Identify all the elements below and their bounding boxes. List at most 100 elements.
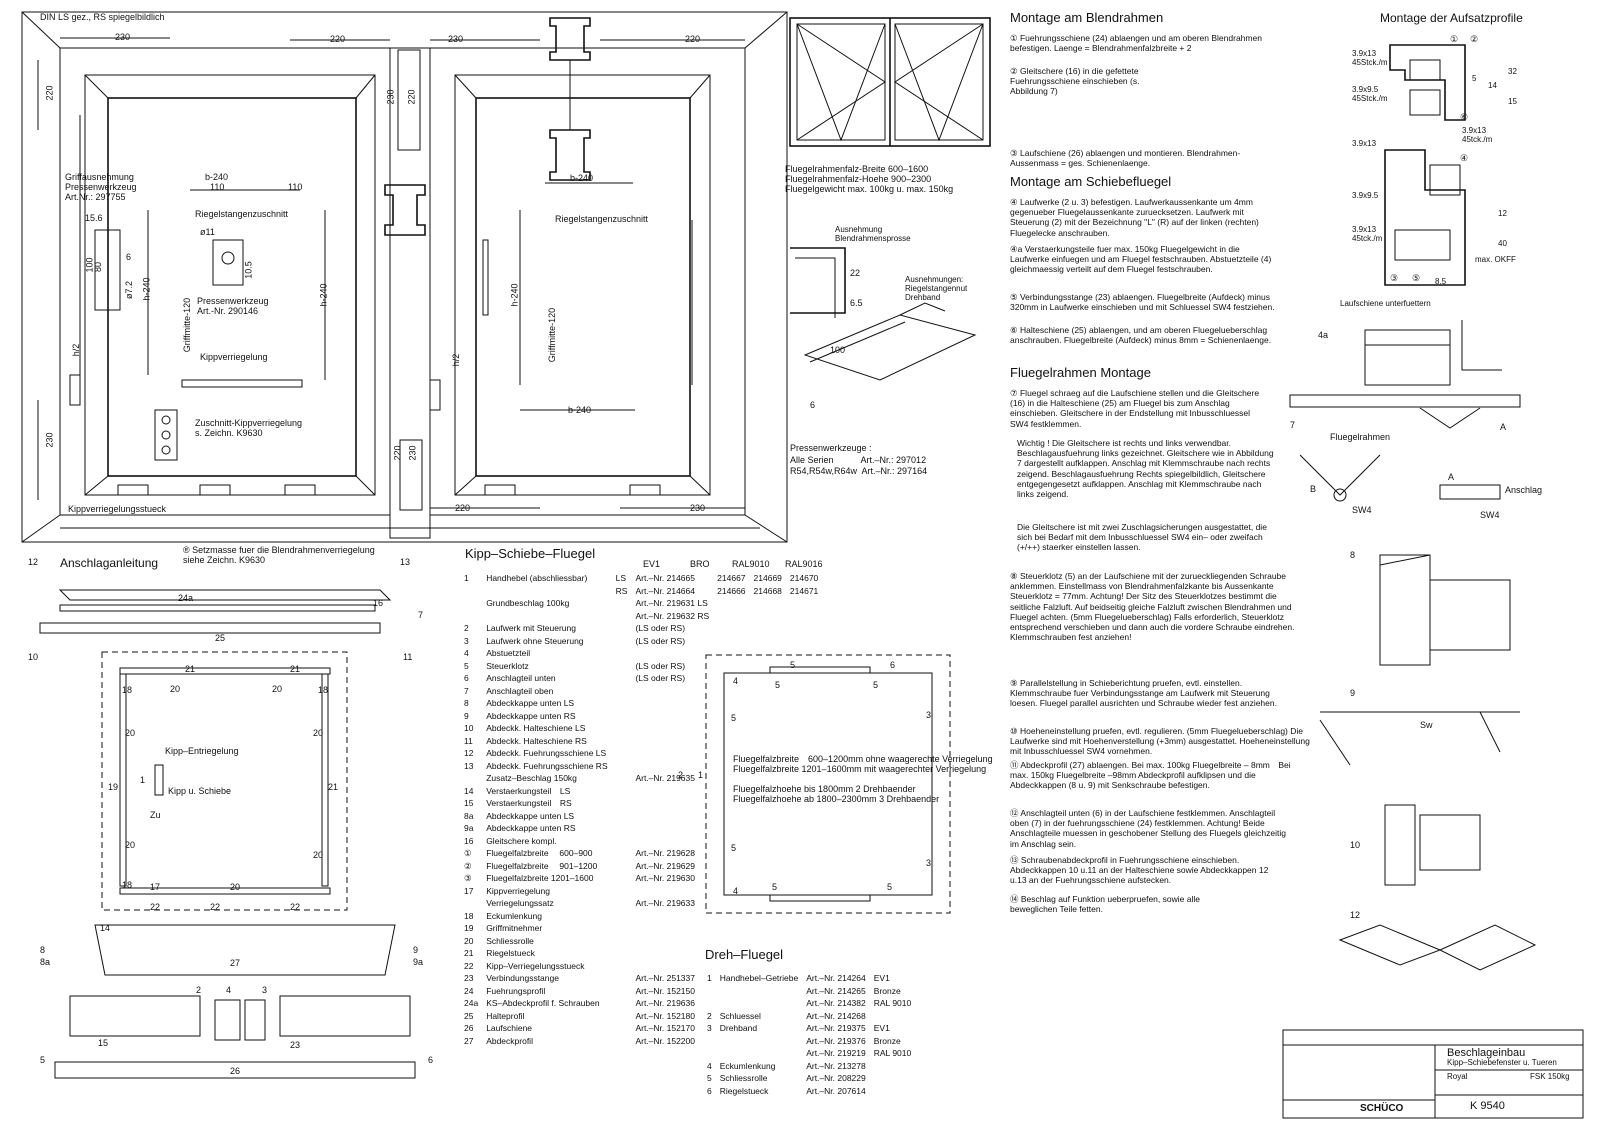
parts-cell: Drehband bbox=[719, 1023, 758, 1033]
parts-cell: Handhebel (abschliessbar) bbox=[486, 573, 588, 583]
dim-h240: h-240 bbox=[509, 283, 520, 307]
drawing-number: K 9540 bbox=[1470, 1100, 1505, 1112]
parts-cell bbox=[713, 735, 749, 748]
parts-cell bbox=[713, 697, 749, 710]
parts-cell: RAL 9010 bbox=[873, 1048, 912, 1058]
dim-22: 22 bbox=[850, 268, 861, 278]
dreh-num: 5 bbox=[731, 713, 737, 723]
parts-cell: 214667 bbox=[717, 573, 746, 583]
dim-h240: h-240 bbox=[141, 277, 152, 301]
dim: 40 bbox=[1498, 239, 1507, 248]
dim: 12 bbox=[1498, 209, 1507, 218]
parts-cell bbox=[713, 710, 749, 723]
dim-label: 220 bbox=[406, 89, 417, 105]
parts-cell bbox=[786, 760, 822, 773]
inner-num: 20 bbox=[125, 840, 136, 850]
parts-cell bbox=[612, 872, 632, 885]
parts-cell: 9a bbox=[464, 823, 474, 833]
parts-cell bbox=[612, 860, 632, 873]
col-header: BRO bbox=[690, 559, 710, 569]
parts-cell bbox=[631, 747, 713, 760]
dreh-num: 5 bbox=[873, 680, 879, 690]
pressen-row: R54,R54w,R64w Art.–Nr.: 297164 bbox=[790, 466, 928, 476]
inner-num: 1 bbox=[140, 775, 146, 785]
callout-2: ② bbox=[1470, 34, 1479, 44]
dim-label: 230 bbox=[385, 89, 396, 105]
parts-cell bbox=[713, 872, 749, 885]
parts-cell: Steuerklotz bbox=[486, 660, 529, 671]
parts-cell: 18 bbox=[464, 910, 474, 921]
screw-label: 3.9x9.5 bbox=[1352, 191, 1379, 200]
parts-cell bbox=[612, 810, 632, 823]
parts-cell: Abdeckk. Fuehrungsschiene LS bbox=[486, 748, 607, 758]
parts-cell: ① bbox=[464, 848, 472, 858]
step-2: ② Gleitschere (16) in die gefettete Fueh… bbox=[1010, 66, 1140, 97]
dreh-list-title: Dreh–Fluegel bbox=[705, 947, 784, 962]
parts-cell bbox=[631, 922, 713, 935]
parts-cell bbox=[612, 710, 632, 723]
parts-cell: Eckumlenkung bbox=[486, 910, 542, 921]
dim-label: 230 bbox=[115, 32, 131, 42]
parts-cell: Bronze bbox=[873, 1035, 901, 1046]
parts-cell bbox=[631, 722, 713, 735]
unterfuettern-label: Laufschiene unterfuettern bbox=[1340, 299, 1431, 308]
parts-cell bbox=[750, 597, 786, 610]
parts-cell: Art.–Nr. 207614 bbox=[806, 1085, 866, 1096]
parts-cell: Art.–Nr. 219635 bbox=[635, 773, 695, 783]
parts-cell bbox=[786, 922, 822, 935]
section-title-blendrahmen: Montage am Blendrahmen bbox=[1010, 10, 1164, 25]
ausnehmung-label: Ausnehmung Blendrahmensprosse bbox=[835, 225, 911, 243]
parts-cell: Kippverriegelung bbox=[486, 885, 550, 896]
dreh-notes: Fluegelfalzbreite 600–1200mm ohne waager… bbox=[733, 754, 993, 805]
screw-label: 45Stck./m bbox=[1352, 94, 1388, 103]
dreh-num: 2 bbox=[678, 770, 684, 780]
parts-cell: 3 bbox=[707, 1023, 712, 1033]
sw-label: Sw bbox=[1420, 720, 1433, 730]
parts-cell bbox=[786, 797, 822, 810]
parts-cell: 214671 bbox=[789, 585, 819, 596]
parts-cell bbox=[750, 772, 786, 785]
callout-5: ⑤ bbox=[1412, 273, 1421, 283]
parts-cell bbox=[750, 685, 786, 698]
parts-cell bbox=[786, 947, 822, 960]
parts-cell bbox=[750, 635, 786, 648]
parts-cell: LS bbox=[615, 573, 627, 583]
parts-cell: Verstaerkungsteil RS bbox=[486, 798, 572, 808]
dim-105: 10.5 bbox=[243, 261, 254, 279]
dim: 5 bbox=[1472, 74, 1477, 83]
parts-cell bbox=[631, 935, 713, 948]
anschlag-title: Anschlaganleitung bbox=[60, 556, 159, 570]
parts-cell: 26 bbox=[464, 1023, 474, 1033]
parts-cell: Laufschiene bbox=[486, 1023, 533, 1033]
parts-cell bbox=[703, 1047, 716, 1060]
parts-cell: Kipp–Verriegelungsstueck bbox=[486, 960, 585, 971]
parts-cell bbox=[786, 822, 822, 835]
inner-num: 20 bbox=[313, 850, 324, 860]
parts-cell bbox=[460, 897, 482, 910]
parts-cell: Art.–Nr. 214264 bbox=[806, 973, 866, 983]
parts-cell: Art.–Nr. 214382 bbox=[806, 998, 866, 1008]
screw-label: 3.9x13 bbox=[1352, 139, 1377, 148]
part-num: 6 bbox=[428, 1055, 434, 1065]
dim-label: 220 bbox=[685, 34, 701, 44]
parts-row: Art.–Nr. 219632 RS bbox=[460, 610, 822, 623]
parts-cell bbox=[786, 910, 822, 923]
inner-num: 20 bbox=[230, 882, 241, 892]
dim-6: 6 bbox=[126, 252, 132, 262]
parts-cell: Fluegelfalzbreite 901–1200 bbox=[486, 860, 598, 871]
parts-cell bbox=[713, 660, 749, 673]
